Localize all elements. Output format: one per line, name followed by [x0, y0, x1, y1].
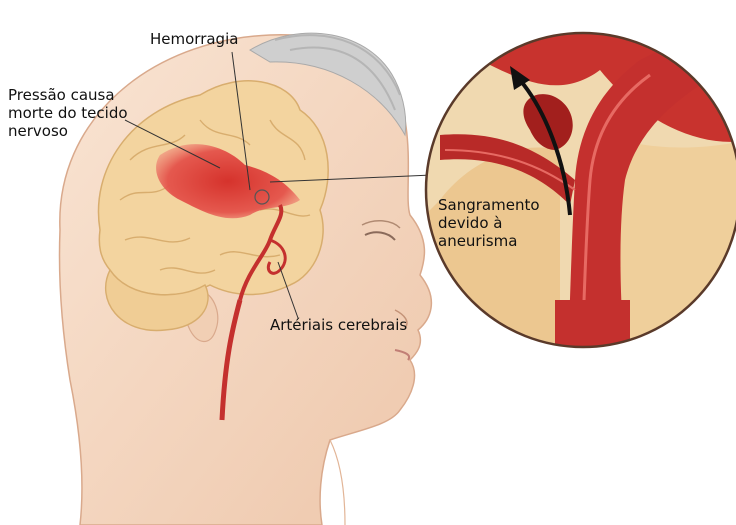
label-pressure: Pressão causa morte do tecido nervoso — [8, 86, 158, 140]
label-hemorrhage: Hemorragia — [150, 30, 238, 48]
magnified-view — [420, 30, 736, 360]
label-bleeding: Sangramento devido à aneurisma — [438, 196, 573, 250]
neck-line — [330, 440, 345, 525]
label-arteries: Artériais cerebrais — [270, 316, 407, 334]
